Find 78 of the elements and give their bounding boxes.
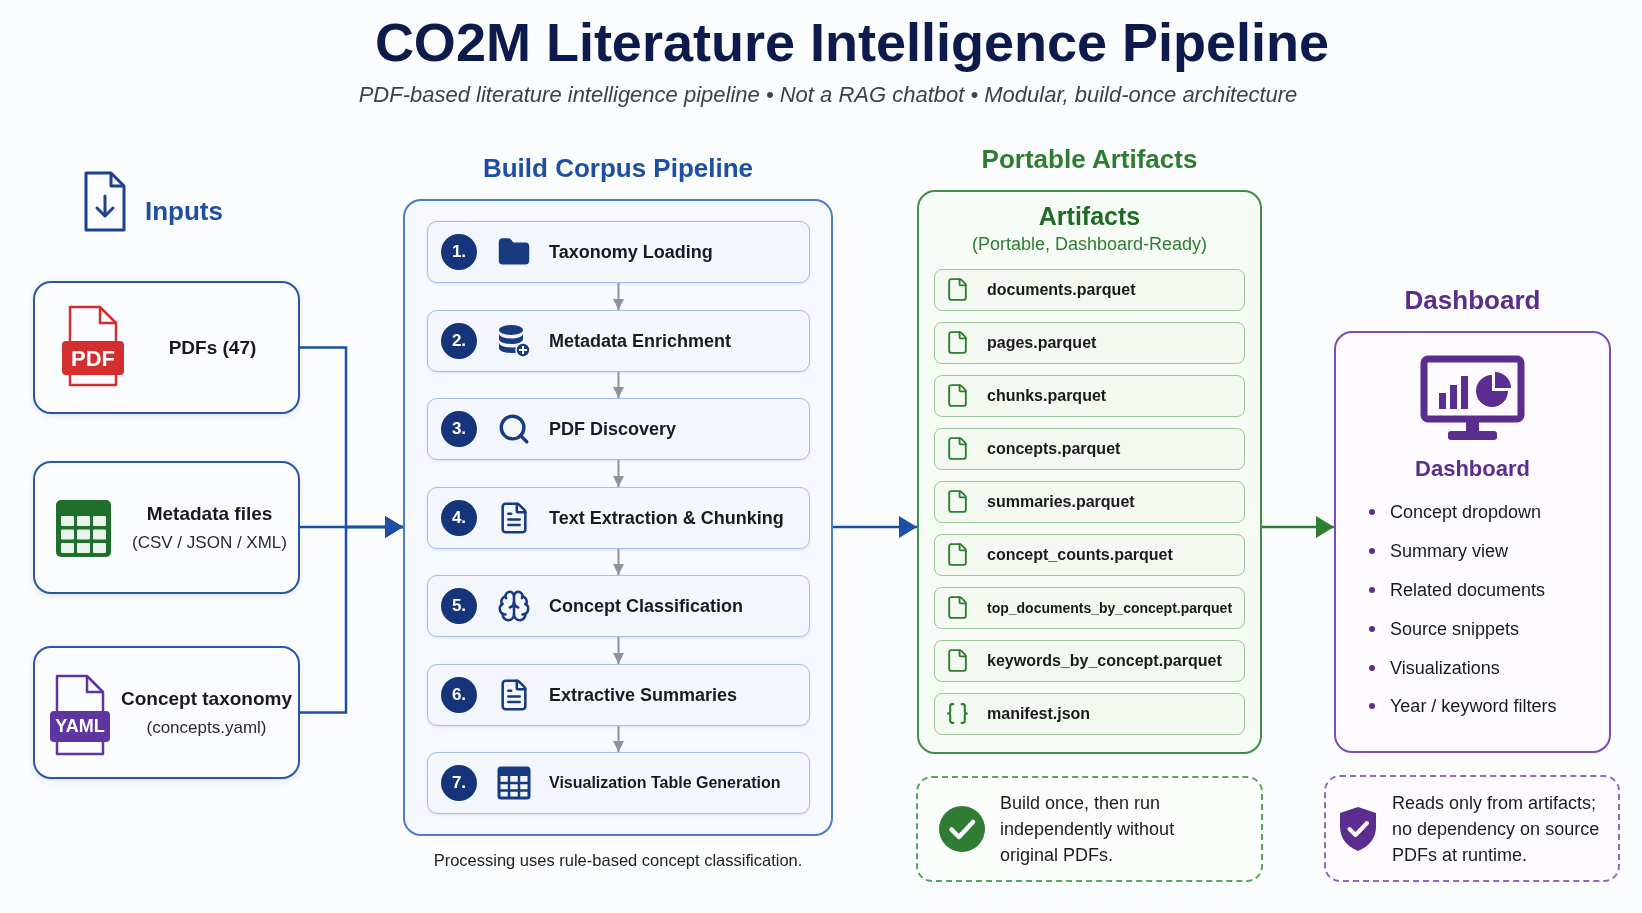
title: CO2M Literature Intelligence Pipeline (374, 11, 1330, 73)
step-number: 7. (441, 765, 477, 801)
step-card (427, 310, 810, 372)
step-title: Concept Classification (549, 594, 744, 618)
step-title: Extractive Summaries (549, 683, 738, 707)
step-title: Text Extraction & Chunking (549, 506, 784, 530)
input-card (33, 646, 300, 779)
input-title: Concept taxonomy (121, 686, 292, 711)
arrow (1262, 518, 1334, 536)
step-card (427, 487, 810, 549)
step-title: Metadata Enrichment (549, 329, 732, 353)
file-name: top_documents_by_concept.parquet (987, 598, 1233, 618)
arrow (613, 282, 624, 311)
arrow (613, 548, 624, 576)
file-row (934, 640, 1245, 682)
input-title: Metadata files (146, 501, 273, 526)
file-row (934, 481, 1245, 523)
panel-title: Dashboard (1415, 455, 1530, 483)
list-item: Visualizations (1390, 656, 1500, 680)
step-number: 2. (441, 323, 477, 359)
arrow (613, 371, 624, 399)
file-name: summaries.parquet (987, 492, 1135, 512)
section-heading: Build Corpus Pipeline (482, 152, 754, 185)
step-card (427, 575, 810, 637)
file-row (934, 322, 1245, 364)
step-title: Visualization Table Generation (549, 773, 781, 793)
step-title: PDF Discovery (549, 417, 677, 441)
file-name: concept_counts.parquet (987, 545, 1173, 565)
file-name: pages.parquet (987, 333, 1097, 353)
note-box (916, 776, 1263, 882)
file-row (934, 375, 1245, 417)
list-item: Summary view (1390, 540, 1509, 564)
step-title: Taxonomy Loading (549, 240, 713, 264)
input-subtitle: (CSV / JSON / XML) (132, 531, 287, 554)
subtitle: PDF-based literature intelligence pipeline • Not a RAG chatbot • Modular, build-once architecture (358, 81, 1298, 109)
step-number: 6. (441, 677, 477, 713)
panel-subtitle: (Portable, Dashboard-Ready) (971, 233, 1208, 256)
list-item: Related documents (1390, 579, 1546, 602)
step-card (427, 752, 810, 814)
step-number: 3. (441, 411, 477, 447)
file-type-badge: PDF (62, 341, 124, 375)
file-name: manifest.json (987, 704, 1091, 724)
file-name: concepts.parquet (987, 439, 1121, 459)
section-heading: Inputs (145, 195, 223, 228)
input-card (33, 461, 300, 594)
step-number: 4. (441, 500, 477, 536)
arrow (613, 459, 624, 488)
note-text: Build once, then run independently without original PDFs. (1000, 792, 1176, 867)
file-name: documents.parquet (987, 280, 1136, 300)
file-row (934, 428, 1245, 470)
arrow (300, 518, 403, 714)
note-text: Reads only from artifacts; no dependency on source PDFs at runtime. (1392, 791, 1601, 867)
input-title: PDFs (47) (168, 335, 257, 360)
step-card (427, 221, 810, 283)
arrow (613, 636, 624, 665)
input-card (33, 281, 300, 414)
note-box (1324, 775, 1620, 882)
section-heading: Dashboard (1404, 284, 1541, 317)
arrow (613, 725, 624, 753)
file-row (934, 693, 1245, 735)
list-item: Source snippets (1390, 617, 1520, 641)
step-number: 5. (441, 588, 477, 624)
file-name: keywords_by_concept.parquet (987, 651, 1222, 671)
footnote: Processing uses rule-based concept classification. (433, 850, 803, 871)
step-card (427, 664, 810, 726)
file-type-badge: YAML (50, 711, 110, 742)
step-card (427, 398, 810, 460)
section-heading: Portable Artifacts (981, 143, 1198, 176)
step-number: 1. (441, 234, 477, 270)
list-item: Concept dropdown (1390, 501, 1542, 525)
input-subtitle: (concepts.yaml) (146, 716, 267, 739)
file-row (934, 587, 1245, 629)
list-item: Year / keyword filters (1390, 695, 1557, 719)
file-name: chunks.parquet (987, 386, 1107, 406)
arrow (833, 518, 917, 536)
panel-title: Artifacts (1038, 201, 1141, 232)
file-row (934, 269, 1245, 311)
file-row (934, 534, 1245, 576)
